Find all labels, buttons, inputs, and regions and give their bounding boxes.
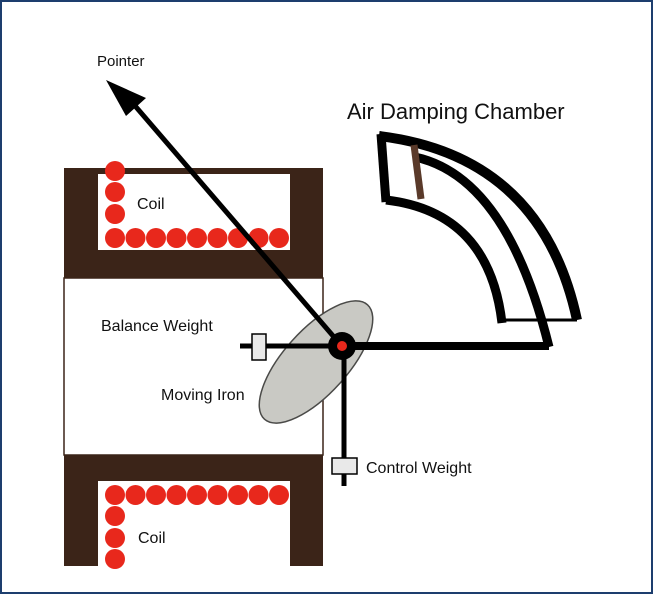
chamber-top-end bbox=[376, 133, 391, 203]
coil-turn bbox=[166, 228, 187, 248]
control-weight-block bbox=[331, 457, 358, 475]
coil-turn bbox=[146, 485, 166, 505]
coil-turn bbox=[207, 485, 228, 505]
balance-weight-block bbox=[251, 333, 267, 361]
label-pointer: Pointer bbox=[97, 53, 145, 70]
coil-turn bbox=[207, 228, 228, 248]
coil-turn bbox=[105, 228, 125, 248]
coil-turn bbox=[105, 182, 125, 202]
coil-turn bbox=[105, 549, 125, 569]
damping-piston bbox=[410, 144, 425, 200]
label-moving-iron: Moving Iron bbox=[161, 387, 245, 404]
pivot-point bbox=[337, 341, 347, 351]
pointer-shaft bbox=[128, 98, 342, 346]
coil-turn bbox=[166, 485, 187, 505]
label-air-damping-chamber: Air Damping Chamber bbox=[347, 99, 565, 124]
pointer-arrowhead bbox=[106, 80, 146, 116]
spindle-assembly bbox=[106, 80, 549, 486]
label-coil-bottom: Coil bbox=[138, 530, 166, 547]
coil-turn bbox=[146, 228, 166, 248]
coil-turn bbox=[187, 228, 207, 248]
core-bottom bbox=[64, 455, 323, 566]
moving-iron-vane bbox=[258, 300, 374, 424]
coil-turn bbox=[105, 506, 125, 526]
label-balance-weight: Balance Weight bbox=[101, 318, 213, 335]
coil-turn bbox=[105, 204, 125, 224]
chamber-inner-wall bbox=[385, 195, 507, 324]
coil-turn bbox=[187, 485, 207, 505]
coil-turn bbox=[248, 485, 269, 505]
label-control-weight: Control Weight bbox=[366, 460, 472, 477]
chamber-outer-wall bbox=[378, 131, 582, 322]
coil-turn bbox=[125, 485, 146, 505]
damping-vane bbox=[414, 152, 554, 349]
coil-turn bbox=[125, 228, 146, 248]
air-damping-chamber bbox=[376, 131, 582, 349]
coil-turn bbox=[269, 228, 289, 248]
coil-turn bbox=[105, 161, 125, 181]
coil-turn bbox=[105, 528, 125, 548]
coil-turn bbox=[269, 485, 289, 505]
coil-bottom-winding bbox=[105, 485, 289, 569]
coil-turn bbox=[105, 485, 125, 505]
core-top bbox=[64, 168, 323, 278]
coil-turn bbox=[228, 485, 248, 505]
label-coil-top: Coil bbox=[137, 196, 165, 213]
